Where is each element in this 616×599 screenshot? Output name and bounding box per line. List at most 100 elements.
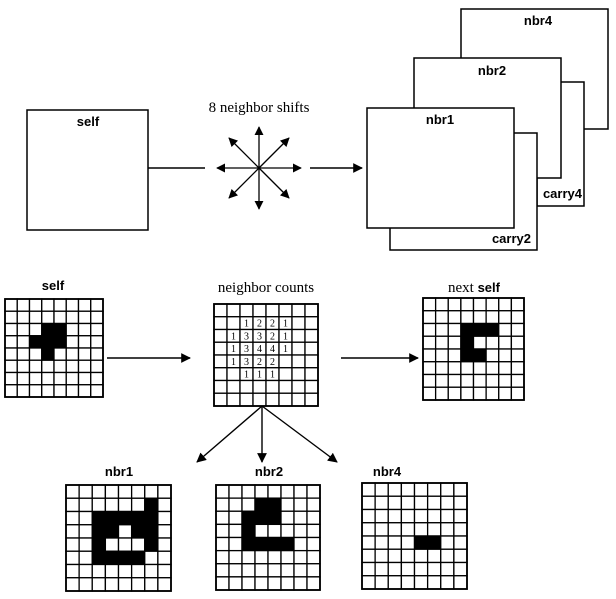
- live-cell: [130, 510, 146, 526]
- grid-cell: [361, 482, 376, 497]
- grid-cell: [413, 495, 429, 511]
- grid-cell: [53, 298, 67, 312]
- grid-cell: [267, 549, 282, 565]
- count-value: 1: [270, 370, 275, 381]
- grid-cell: [91, 484, 107, 499]
- grid-cell: [90, 310, 104, 325]
- grid-cell: [453, 548, 468, 564]
- grid-cell: [460, 361, 475, 376]
- grid-cell: [447, 373, 462, 388]
- grid-cell: [426, 561, 442, 577]
- grid-cell: [440, 548, 455, 564]
- grid-cell: [306, 510, 321, 526]
- grid-cell: [65, 384, 80, 398]
- grid-cell: [117, 524, 133, 539]
- grid-cell: [252, 303, 267, 318]
- grid-cell: [104, 484, 120, 499]
- live-cell: [426, 535, 442, 550]
- grid-cell: [306, 536, 321, 552]
- grid-cell: [447, 348, 462, 363]
- grid-cell: [434, 310, 449, 325]
- grid-cell: [400, 575, 416, 590]
- grid-cell: [130, 563, 146, 579]
- self-grid: [4, 298, 104, 398]
- grid-cell: [226, 316, 241, 331]
- grid-cell: [104, 497, 120, 513]
- grid-cell: [361, 548, 376, 564]
- grid-cell: [265, 303, 280, 318]
- grid-cell: [400, 508, 416, 524]
- grid-cell: [460, 373, 475, 388]
- grid-cell: [157, 497, 172, 513]
- grid-cell: [460, 310, 475, 325]
- live-cell: [41, 335, 55, 349]
- grid-cell: [434, 386, 449, 401]
- grid-cell: [215, 536, 230, 552]
- grid-cell: [213, 354, 228, 369]
- live-cell: [460, 348, 475, 363]
- grid-cell: [117, 563, 133, 579]
- grid-cell: [226, 303, 241, 318]
- grid-cell: [16, 347, 31, 361]
- grid-cell: [485, 348, 500, 363]
- grid-cell: [215, 549, 230, 565]
- grid-cell: [460, 297, 475, 312]
- grid-cell: [472, 373, 487, 388]
- grid-cell: [374, 575, 389, 590]
- grid-cell: [306, 484, 321, 499]
- grid-cell: [440, 535, 455, 550]
- live-cell: [91, 537, 107, 552]
- grid-cell: [77, 384, 92, 398]
- grid-cell: [213, 303, 228, 318]
- grid-cell: [65, 550, 80, 566]
- grid-cell: [65, 371, 80, 386]
- plane-carry2-label: carry2: [492, 231, 531, 246]
- count-value: 1: [244, 319, 249, 330]
- grid-cell: [213, 392, 228, 407]
- grid-cell: [77, 359, 92, 374]
- grid-cell: [228, 563, 243, 578]
- counts-branch-arrows: [196, 405, 338, 463]
- grid-cell: [361, 535, 376, 550]
- grid-cell: [498, 322, 513, 337]
- count-value: 3: [257, 331, 262, 342]
- shifts-label: 8 neighbor shifts: [209, 100, 310, 116]
- count-value: 1: [231, 331, 236, 342]
- grid-cell: [228, 536, 243, 552]
- live-cell: [413, 535, 429, 550]
- grid-cell: [228, 576, 243, 591]
- grid-cell: [426, 482, 442, 497]
- grid-cell: [447, 361, 462, 376]
- grid-cell: [65, 524, 80, 539]
- grid-cell: [361, 522, 376, 537]
- grid-cell: [104, 577, 120, 592]
- grid-cell: [306, 563, 321, 578]
- grid-cell: [498, 310, 513, 325]
- grid-cell: [78, 524, 93, 539]
- grid-cell: [400, 522, 416, 537]
- grid-cell: [254, 576, 269, 591]
- grid-cell: [460, 386, 475, 401]
- grid-cell: [239, 379, 254, 394]
- grid-cell: [374, 535, 389, 550]
- grid-cell: [239, 303, 254, 318]
- grid-cell: [280, 576, 295, 591]
- grid-cell: [91, 497, 107, 513]
- grid-cell: [41, 371, 55, 386]
- live-cell: [104, 550, 120, 566]
- grid-cell: [28, 322, 43, 337]
- grid-cell: [65, 298, 80, 312]
- grid-cell: [41, 298, 55, 312]
- count-value: 4: [257, 344, 262, 355]
- grid-cell: [215, 576, 230, 591]
- grid-cell: [485, 361, 500, 376]
- grid-cell: [498, 335, 513, 350]
- grid-cell: [77, 298, 92, 312]
- grid-cell: [117, 577, 133, 592]
- grid-cell: [91, 577, 107, 592]
- grid-cell: [374, 482, 389, 497]
- grid-cell: [291, 341, 306, 356]
- grid-cell: [413, 561, 429, 577]
- grid-cell: [104, 563, 120, 579]
